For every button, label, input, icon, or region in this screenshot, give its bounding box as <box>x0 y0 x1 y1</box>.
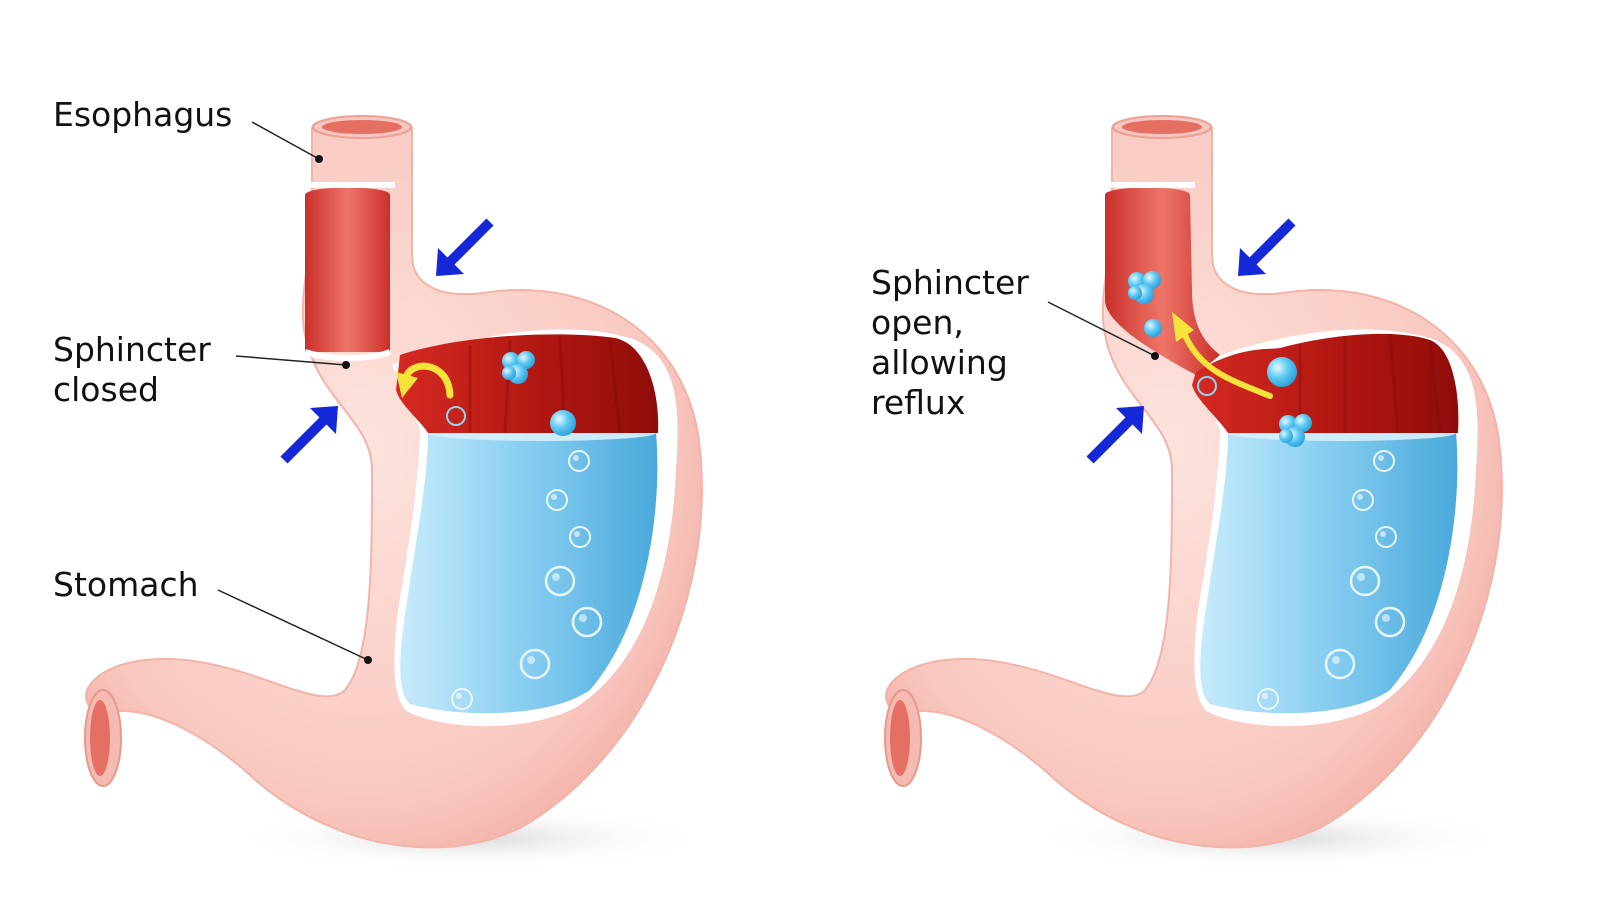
bubble-icon <box>550 410 576 436</box>
sphincter-open-line-1: Sphincter <box>871 263 1029 302</box>
bubble-icon <box>446 406 466 426</box>
sphincter-open-line-2: open, <box>871 303 964 342</box>
left-stomach <box>84 115 711 871</box>
esophagus-label-text: Esophagus <box>53 95 233 134</box>
sphincter-open-label: Sphincter open, allowing reflux <box>871 263 1029 423</box>
right-stomach <box>884 115 1511 871</box>
sphincter-open-line-4: reflux <box>871 383 966 422</box>
sphincter-closed-line-1: Sphincter <box>53 330 211 369</box>
pressure-arrow-icon <box>1090 406 1144 460</box>
reflux-arrow-icon <box>1182 332 1273 399</box>
esophagus-label: Esophagus <box>53 95 232 135</box>
reflux-arrow-head <box>396 372 418 398</box>
pressure-arrow-icon <box>436 222 490 276</box>
stomach-label-text: Stomach <box>53 565 199 604</box>
bubble-icon <box>1197 376 1217 396</box>
reflux-arrow-head <box>1172 312 1194 342</box>
sphincter-open-line-3: allowing <box>871 343 1008 382</box>
reflux-arrow-icon <box>402 362 454 399</box>
bubble-icon <box>1267 357 1297 387</box>
sphincter-closed-label: Sphincter closed <box>53 330 211 410</box>
left-leader-lines <box>217 121 372 664</box>
pressure-arrow-icon <box>284 406 338 460</box>
bubble-icon <box>1144 319 1162 337</box>
sphincter-closed-line-2: closed <box>53 370 159 409</box>
right-leader-lines <box>1047 301 1159 360</box>
stomach-label: Stomach <box>53 565 199 605</box>
pressure-arrow-icon <box>1238 222 1292 276</box>
